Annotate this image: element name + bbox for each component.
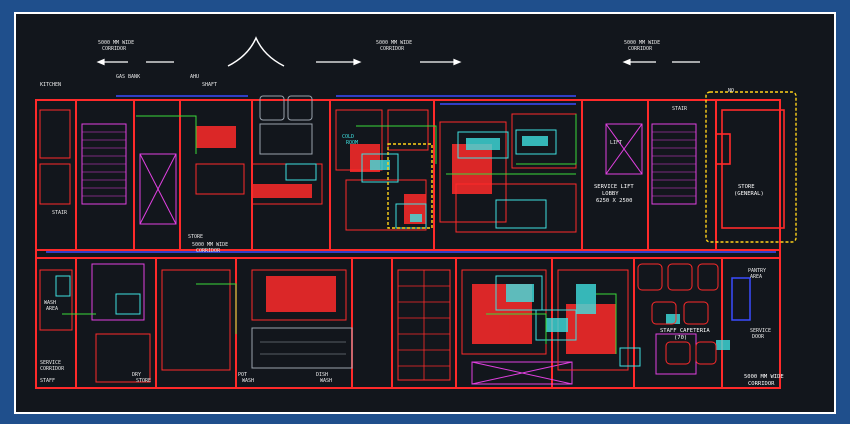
green-services bbox=[62, 114, 617, 354]
svg-text:COLD: COLD bbox=[342, 134, 354, 140]
svg-text:SERVICE: SERVICE bbox=[750, 328, 771, 334]
staff-cafeteria-label-1: STAFF CAFETERIA bbox=[660, 328, 710, 334]
store-label-2: (GENERAL) bbox=[734, 191, 764, 197]
cad-drawing-canvas[interactable]: 5000 MM WIDE CORRIDOR 5000 MM WIDE CORRI… bbox=[14, 12, 836, 414]
svg-text:STORE: STORE bbox=[136, 378, 151, 384]
outer-walls bbox=[35, 99, 781, 389]
kitchen-equipment-red bbox=[39, 109, 629, 383]
svg-text:AREA: AREA bbox=[46, 306, 58, 312]
store-walls bbox=[715, 109, 785, 229]
corridor-label-left-2: CORRIDOR bbox=[102, 46, 127, 52]
svg-text:GAS BANK: GAS BANK bbox=[116, 74, 140, 80]
corridor-label-mid-2: CORRIDOR bbox=[380, 46, 405, 52]
svg-text:STAIR: STAIR bbox=[52, 210, 68, 216]
flow-arrows bbox=[96, 58, 700, 66]
bottom-right-corridor-label-2: CORRIDOR bbox=[748, 381, 775, 387]
staff-cafeteria-label-2: (70) bbox=[674, 335, 687, 341]
corridor-label-right-2: CORRIDOR bbox=[628, 46, 653, 52]
svg-text:DRY: DRY bbox=[132, 372, 141, 378]
corridor-label-right-1: 5000 MM WIDE bbox=[624, 40, 660, 46]
highlight-outlines bbox=[387, 91, 797, 243]
svg-text:ROOM: ROOM bbox=[346, 140, 358, 146]
svg-text:AREA: AREA bbox=[750, 274, 762, 280]
svg-text:DISH: DISH bbox=[316, 372, 328, 378]
svg-text:STAIR: STAIR bbox=[672, 106, 688, 112]
floor-plan: 5000 MM WIDE CORRIDOR 5000 MM WIDE CORRI… bbox=[35, 36, 797, 389]
kitchen-equipment-cyan bbox=[55, 129, 641, 367]
staircases bbox=[81, 123, 697, 385]
minor-annotations: KITCHEN GAS BANK AHU SHAFT COLD ROOM LIF… bbox=[40, 74, 771, 384]
svg-text:KITCHEN: KITCHEN bbox=[40, 82, 61, 88]
shelving-grid bbox=[398, 270, 450, 380]
svg-text:LIFT: LIFT bbox=[610, 140, 622, 146]
svg-text:PANTRY: PANTRY bbox=[748, 268, 766, 274]
svg-text:WASH: WASH bbox=[44, 300, 56, 306]
lift-shafts bbox=[251, 95, 353, 369]
bottom-right-corridor-label-1: 5000 MM WIDE bbox=[744, 374, 784, 380]
room-labels: SERVICE LIFT LOBBY 6250 X 2500 STORE (GE… bbox=[594, 184, 784, 387]
store-label-1: STORE bbox=[738, 184, 755, 190]
svg-text:STORE: STORE bbox=[188, 234, 203, 240]
top-corridor-annotations: 5000 MM WIDE CORRIDOR 5000 MM WIDE CORRI… bbox=[96, 36, 700, 67]
service-lift-label-3: 6250 X 2500 bbox=[596, 198, 632, 204]
cafeteria-tables bbox=[637, 263, 719, 365]
cyan-fills bbox=[370, 136, 730, 350]
svg-text:WASH: WASH bbox=[242, 378, 254, 384]
corridor-label-left-1: 5000 MM WIDE bbox=[98, 40, 134, 46]
svg-text:NO: NO bbox=[728, 88, 734, 94]
service-lift-label-1: SERVICE LIFT bbox=[594, 184, 634, 190]
blue-services bbox=[46, 95, 776, 321]
corridor-label-mid-1: 5000 MM WIDE bbox=[376, 40, 412, 46]
svg-text:STAFF: STAFF bbox=[40, 378, 55, 384]
svg-text:DOOR: DOOR bbox=[752, 334, 765, 340]
svg-text:SERVICE: SERVICE bbox=[40, 360, 61, 366]
svg-text:POT: POT bbox=[238, 372, 247, 378]
svg-text:CORRIDOR: CORRIDOR bbox=[196, 248, 221, 254]
svg-text:SHAFT: SHAFT bbox=[202, 82, 217, 88]
service-lift-label-2: LOBBY bbox=[602, 191, 619, 197]
svg-text:WASH: WASH bbox=[320, 378, 332, 384]
svg-text:5000 MM WIDE: 5000 MM WIDE bbox=[192, 242, 228, 248]
wind-direction-symbol bbox=[227, 36, 285, 67]
svg-text:CORRIDOR: CORRIDOR bbox=[40, 366, 65, 372]
svg-text:AHU: AHU bbox=[190, 74, 199, 80]
